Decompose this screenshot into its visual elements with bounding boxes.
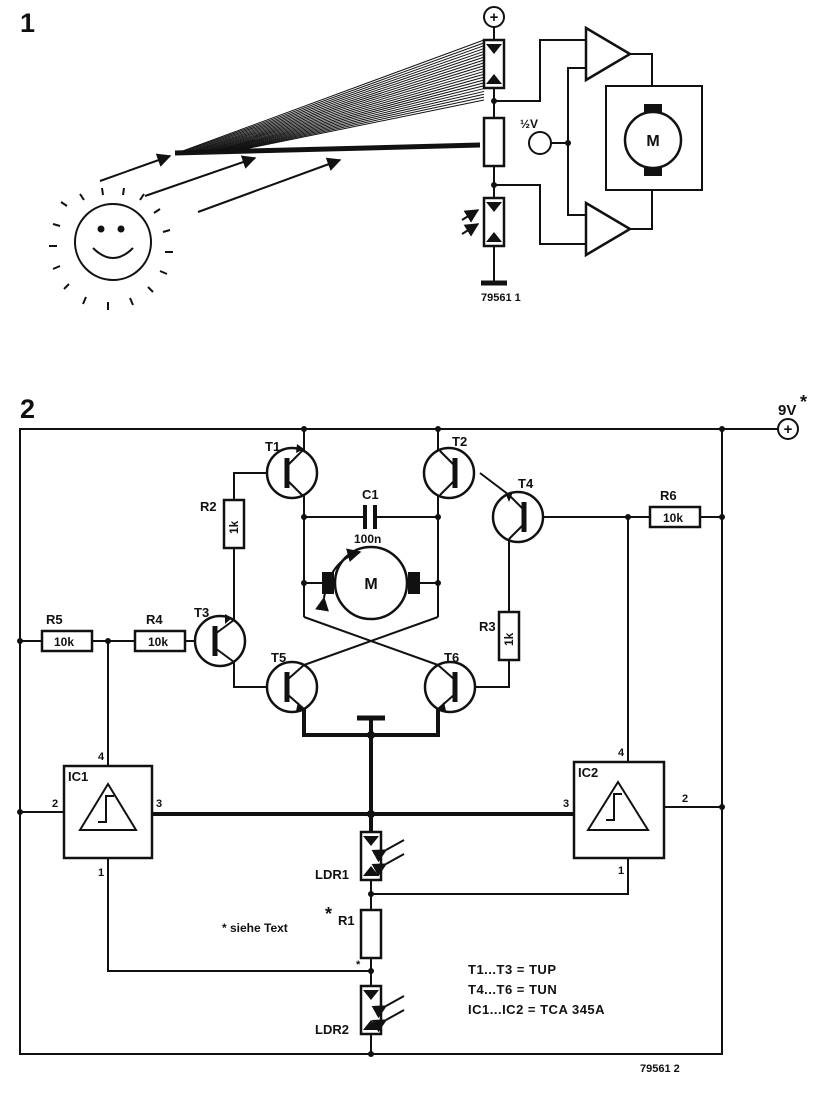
ic2-label: IC2	[578, 765, 598, 780]
figure-2-code: 79561 2	[640, 1063, 680, 1075]
ic1-schmitt-trigger	[62, 764, 154, 860]
c1-label: C1	[362, 487, 379, 502]
supply-plus: +	[784, 421, 793, 438]
ldr2	[359, 984, 405, 1036]
ldr1-label: LDR1	[315, 867, 349, 882]
supply-star: *	[800, 392, 807, 412]
supply-label: 9V	[778, 402, 796, 419]
junction-star: *	[356, 959, 361, 971]
t2-label: T2	[452, 434, 467, 449]
r5-value: 10k	[54, 635, 74, 649]
r5-label: R5	[46, 612, 63, 627]
figure-1: 1 +	[20, 6, 703, 310]
legend-line-2: T4...T6 = TUN	[468, 982, 557, 997]
half-voltage-label: ½V	[520, 117, 538, 131]
r6-value: 10k	[663, 511, 683, 525]
t4-label: T4	[518, 476, 534, 491]
ic1-pin2: 2	[52, 798, 58, 810]
ic2-pin1: 1	[618, 865, 624, 877]
transistor-t4	[491, 490, 545, 544]
r3-value: 1k	[502, 632, 516, 646]
plus-sign: +	[490, 9, 499, 26]
ldr-top	[482, 38, 506, 90]
shadow-hatching	[179, 39, 485, 153]
t3-label: T3	[194, 605, 209, 620]
resistor-r1	[359, 908, 383, 960]
r2-label: R2	[200, 499, 217, 514]
t5-label: T5	[271, 650, 286, 665]
r1-label: R1	[338, 913, 355, 928]
r1-star: *	[325, 904, 332, 924]
rotation-arrow	[315, 548, 362, 612]
motor-fig1: M	[623, 104, 683, 176]
shade-plate	[174, 142, 481, 156]
amplifier-top	[584, 25, 633, 83]
ic1-pin3: 3	[156, 798, 162, 810]
figure-2-number: 2	[20, 394, 35, 424]
transistor-t6	[423, 660, 477, 714]
ic1-label: IC1	[68, 769, 88, 784]
r4-label: R4	[146, 612, 163, 627]
note-text: * siehe Text	[222, 921, 288, 935]
transistor-t2	[422, 446, 476, 500]
ic1-pin4: 4	[98, 751, 105, 763]
figure-1-code: 79561 1	[481, 292, 521, 304]
figure-1-number: 1	[20, 8, 35, 38]
figure-2: 2 9V * + T1 T	[17, 392, 807, 1075]
ic1-pin1: 1	[98, 867, 104, 879]
ic2-pin3: 3	[563, 798, 569, 810]
half-voltage-source	[528, 131, 552, 155]
sun-icon	[49, 187, 173, 310]
ic2-pin4: 4	[618, 747, 625, 759]
r4-value: 10k	[148, 635, 168, 649]
transistor-t5	[265, 660, 319, 714]
r6-label: R6	[660, 488, 677, 503]
svg-text:M: M	[364, 576, 377, 593]
amplifier-bottom	[584, 200, 633, 258]
svg-text:M: M	[646, 133, 659, 150]
ldr2-label: LDR2	[315, 1022, 349, 1037]
ldr-bottom	[461, 196, 506, 248]
light-rays-arrows	[99, 153, 342, 213]
t6-label: T6	[444, 650, 459, 665]
supply-rails	[19, 428, 778, 1055]
legend-line-1: T1...T3 = TUP	[468, 962, 557, 977]
resistor-fig1	[482, 116, 506, 168]
r3-label: R3	[479, 619, 496, 634]
c1-value: 100n	[354, 532, 381, 546]
transistor-t3	[193, 614, 247, 668]
t1-label: T1	[265, 439, 280, 454]
ic2-schmitt-trigger	[572, 760, 666, 860]
legend-line-3: IC1...IC2 = TCA 345A	[468, 1002, 605, 1017]
r2-value: 1k	[227, 520, 241, 534]
motor-m: M	[322, 545, 420, 621]
ldr1	[359, 830, 405, 882]
ic2-pin2: 2	[682, 793, 688, 805]
motor-housing	[605, 85, 703, 191]
